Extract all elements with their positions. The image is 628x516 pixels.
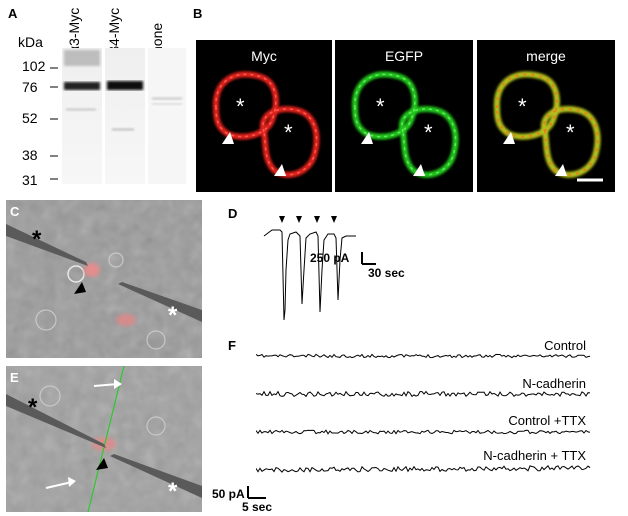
trace-d-plot bbox=[263, 216, 356, 321]
trace-label-control: Control bbox=[544, 338, 586, 353]
pipette-star-e-left: * bbox=[28, 394, 38, 421]
trace-label-n-cadherin-ttx: N-cadherin + TTX bbox=[483, 448, 586, 463]
trace-label-control-ttx: Control +TTX bbox=[508, 413, 586, 428]
panel-a-label: A bbox=[8, 6, 18, 21]
kda-unit-label: kDa bbox=[18, 34, 43, 50]
scale-f-time: 5 sec bbox=[242, 500, 273, 514]
cell-marker-star: * bbox=[424, 120, 433, 145]
confocal-title-merge: merge bbox=[526, 48, 566, 64]
pipette-star-c-right: * bbox=[168, 302, 178, 329]
cell-marker-star: * bbox=[236, 94, 245, 119]
baseline-trace bbox=[256, 464, 591, 473]
arrowhead-icon bbox=[222, 132, 234, 144]
marker-31: 31 bbox=[22, 172, 38, 188]
confocal-egfp-image bbox=[335, 40, 473, 192]
baseline-trace bbox=[256, 390, 591, 398]
western-blot-image bbox=[50, 48, 186, 184]
micrograph-e-image bbox=[6, 366, 202, 512]
trace-label-n-cadherin: N-cadherin bbox=[522, 376, 586, 391]
stim-arrowhead-icon bbox=[296, 216, 302, 223]
pipette-star-c-left: * bbox=[32, 226, 42, 253]
pipette-star-e-right: * bbox=[168, 478, 178, 505]
confocal-merge-image bbox=[477, 40, 615, 192]
panel-c-label: C bbox=[10, 204, 20, 219]
cell-marker-star: * bbox=[376, 94, 385, 119]
marker-76: 76 bbox=[22, 79, 38, 95]
panel-e-label: E bbox=[10, 370, 19, 385]
marker-38: 38 bbox=[22, 147, 38, 163]
baseline-trace bbox=[256, 429, 591, 435]
baseline-trace bbox=[256, 353, 591, 359]
marker-102: 102 bbox=[22, 58, 46, 74]
scale-f-current: 50 pA bbox=[212, 487, 245, 501]
arrowhead-icon bbox=[274, 164, 286, 176]
scale-bar-f bbox=[247, 486, 266, 499]
scale-d-time: 30 sec bbox=[368, 266, 405, 280]
panel-f-label: F bbox=[228, 338, 236, 353]
stim-arrowhead-icon bbox=[279, 216, 285, 223]
confocal-title-egfp: EGFP bbox=[384, 48, 424, 64]
cell-marker-star: * bbox=[566, 120, 575, 145]
scale-d-current: 250 pA bbox=[310, 251, 350, 265]
confocal-title-myc: Myc bbox=[251, 48, 277, 64]
cell-marker-star: * bbox=[284, 120, 293, 145]
panel-d-label: D bbox=[228, 206, 238, 221]
micrograph-c-image bbox=[6, 200, 202, 358]
cell-marker-star: * bbox=[518, 94, 527, 119]
stim-arrowhead-icon bbox=[314, 216, 320, 223]
confocal-myc-image bbox=[196, 40, 332, 192]
scale-bar-d bbox=[361, 252, 376, 265]
marker-52: 52 bbox=[22, 110, 38, 126]
stim-arrowhead-icon bbox=[331, 216, 337, 223]
panel-b-label: B bbox=[193, 6, 203, 21]
traces-f-plot bbox=[256, 353, 591, 473]
